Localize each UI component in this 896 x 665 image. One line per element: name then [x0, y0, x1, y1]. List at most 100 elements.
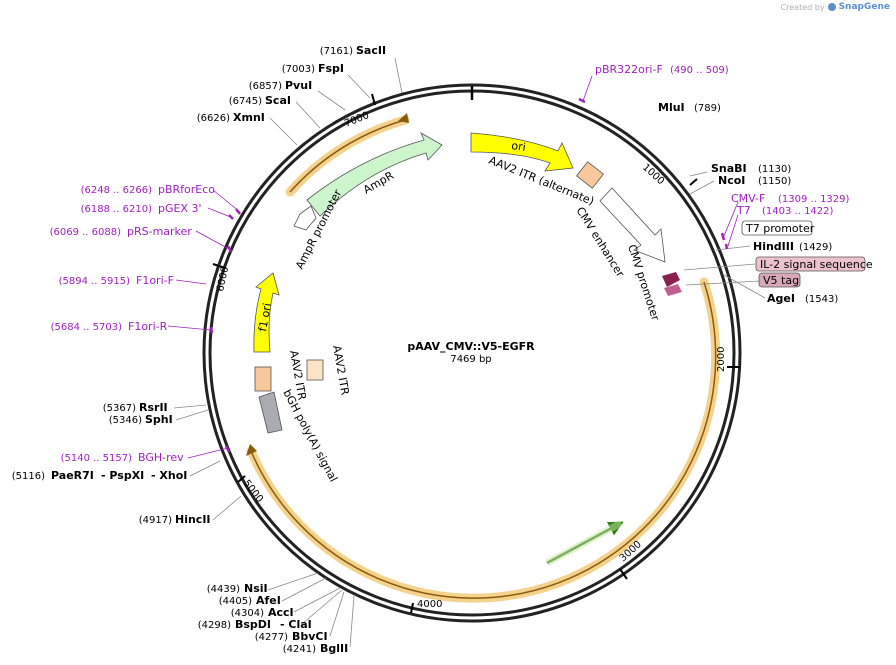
- site-scai[interactable]: ScaI: [265, 94, 291, 107]
- site-pspxi[interactable]: - PspXI: [101, 469, 144, 482]
- plasmid-name: pAAV_CMV::V5-EGFR: [407, 340, 535, 353]
- site-snabi-coord: (1130): [758, 164, 791, 175]
- site-acci[interactable]: AccI: [268, 606, 294, 619]
- site-paer7i[interactable]: PaeR7I: [51, 469, 94, 482]
- t7-promoter-box: [741, 220, 813, 236]
- site-xmni-coord: (6626): [197, 113, 230, 124]
- site-clai-name: ClaI: [288, 618, 311, 631]
- site-afei[interactable]: AfeI: [256, 594, 281, 607]
- feature-ampr: [306, 132, 443, 217]
- primer-f1ori-f-range: (5894 .. 5915): [59, 276, 131, 287]
- feature-itr-alternate: [576, 161, 604, 189]
- site-pvui[interactable]: PvuI: [285, 79, 312, 92]
- feature-ori: [470, 132, 574, 172]
- primer-pbr322ori-f-range: (490 .. 509): [670, 65, 729, 76]
- feature-ori-label: ori: [511, 139, 527, 154]
- site-scai-coord: (6745): [229, 96, 262, 107]
- backbone-outer-ring: [202, 83, 742, 623]
- site-paer7i-coord: (5116): [12, 471, 45, 482]
- feature-cmv-enhancer: [599, 187, 666, 263]
- site-sacii[interactable]: SacII: [356, 44, 386, 57]
- primer-f1ori-f[interactable]: F1ori-F: [136, 274, 174, 287]
- primer-bgh-rev[interactable]: BGH-rev: [138, 451, 184, 464]
- il2-signal-label[interactable]: IL-2 signal sequence: [760, 258, 873, 271]
- primer-pgex3-range: (6188 .. 6210): [81, 204, 153, 215]
- primer-f1ori-r-range: (5684 .. 5703): [51, 322, 123, 333]
- site-bglii[interactable]: BglII: [320, 642, 348, 655]
- primer-prs-marker-range: (6069 .. 6088): [50, 227, 122, 238]
- site-nsii-coord: (4439): [207, 584, 240, 595]
- tick-6000: 6000: [215, 265, 231, 292]
- feature-ampr-promoter: [293, 205, 317, 231]
- site-bbvci-coord: (4277): [255, 632, 288, 643]
- site-afei-coord: (4405): [219, 596, 252, 607]
- site-hindiii[interactable]: HindIII: [753, 240, 794, 253]
- orf-egfr-line: [250, 281, 717, 599]
- site-rsrii[interactable]: RsrII: [139, 401, 168, 414]
- tick-7000: 7000: [343, 110, 371, 130]
- site-bspdi[interactable]: BspDI: [235, 618, 271, 631]
- site-pvui-coord: (6857): [249, 81, 282, 92]
- primer-cmv-f-range: (1309 .. 1329): [778, 194, 850, 205]
- snapgene-credit: Created by SnapGene: [781, 2, 890, 12]
- primer-pbrforeco-range: (6248 .. 6266): [81, 185, 153, 196]
- site-fspi[interactable]: FspI: [318, 62, 344, 75]
- primer-cmv-f[interactable]: CMV-F: [731, 192, 765, 205]
- site-ncoi[interactable]: NcoI: [718, 174, 745, 187]
- primer-leader-lines: [167, 75, 739, 459]
- site-ncoi-coord: (1150): [758, 176, 791, 187]
- site-mlui-coord: (789): [694, 103, 721, 114]
- orf-ampr-line: [289, 119, 406, 193]
- site-hincii[interactable]: HincII: [175, 513, 211, 526]
- site-bbvci[interactable]: BbvCI: [292, 630, 328, 643]
- primer-t7[interactable]: T7: [736, 204, 751, 217]
- orf-egfr-arrowhead: [246, 444, 257, 456]
- primer-marks: [209, 97, 729, 453]
- site-sphi-coord: (5346): [109, 415, 142, 426]
- site-xhoi-name: XhoI: [159, 469, 187, 482]
- v5-tag-label[interactable]: V5 tag: [763, 274, 799, 287]
- created-by-label: Created by: [780, 2, 825, 12]
- site-agei-coord: (1543): [805, 294, 838, 305]
- feature-itr-alternate-label: AAV2 ITR (alternate): [487, 154, 596, 208]
- site-fspi-coord: (7003): [282, 64, 315, 75]
- primer-prs-marker[interactable]: pRS-marker: [127, 225, 192, 238]
- t7-promoter-label[interactable]: T7 promoter: [745, 222, 815, 235]
- plasmid-size: 7469 bp: [450, 354, 491, 365]
- site-sphi[interactable]: SphI: [145, 413, 173, 426]
- primer-pgex3[interactable]: pGEX 3': [158, 202, 202, 215]
- snapgene-logo-icon: [827, 3, 836, 11]
- site-leader-lines: [173, 57, 766, 648]
- site-hincii-coord: (4917): [139, 515, 172, 526]
- site-xhoi[interactable]: - XhoI: [151, 469, 187, 482]
- primer-pbrforeco[interactable]: pBRforEco: [158, 183, 215, 196]
- feature-bgh-polya: [258, 391, 283, 434]
- site-pspxi-name: PspXI: [109, 469, 144, 482]
- v5-tag-box: [758, 272, 801, 288]
- site-acci-coord: (4304): [231, 608, 264, 619]
- feature-f1-ori-label: f1 ori: [256, 302, 274, 333]
- site-agei[interactable]: AgeI: [767, 292, 795, 305]
- site-snabi[interactable]: SnaBI: [711, 162, 747, 175]
- feature-itr-right: [306, 359, 324, 381]
- site-hindiii-coord: (1429): [799, 242, 832, 253]
- site-clai[interactable]: - ClaI: [280, 618, 312, 631]
- green-orf-halo: [545, 519, 623, 567]
- il2-signal-box: [755, 256, 866, 272]
- feature-bgh-polya-label: bGH poly(A) signal: [280, 387, 340, 484]
- site-xmni[interactable]: XmnI: [233, 111, 265, 124]
- site-bspdi-coord: (4298): [198, 620, 231, 631]
- site-sacii-coord: (7161): [320, 46, 353, 57]
- snapgene-brand: SnapGene: [838, 2, 890, 12]
- site-mlui[interactable]: MluI: [658, 101, 685, 114]
- primer-f1ori-r[interactable]: F1ori-R: [128, 320, 168, 333]
- site-bglii-coord: (4241): [283, 644, 316, 655]
- site-nsii[interactable]: NsiI: [244, 582, 268, 595]
- tick-4000: 4000: [417, 599, 442, 610]
- orf-ampr-arrowhead: [398, 113, 409, 123]
- feature-itr-left: [254, 366, 272, 392]
- bp-ticks: [212, 93, 740, 614]
- primer-pbr322ori-f[interactable]: pBR322ori-F: [595, 63, 663, 76]
- feature-il2-arrow: [662, 272, 680, 287]
